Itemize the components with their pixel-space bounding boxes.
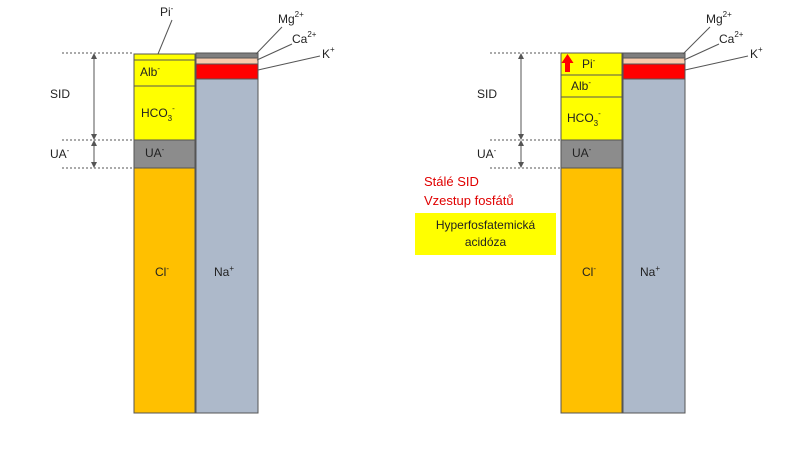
sid-label: SID (50, 87, 70, 101)
k-label: K+ (750, 45, 763, 61)
pi-leader (157, 19, 173, 55)
annotation-phosphate-rise: Vzestup fosfátů (424, 193, 514, 208)
annotation-stable-sid: Stálé SID (424, 174, 479, 189)
ca-leader (683, 43, 720, 61)
cl-label: Cl- (582, 264, 596, 279)
mg-leader (255, 26, 283, 55)
mg-segment (195, 52, 259, 59)
cl-label: Cl- (155, 264, 169, 279)
ua-label: UA- (145, 145, 165, 160)
pi-label: Pi- (582, 56, 596, 71)
sid-arrow-up (518, 53, 524, 59)
cl-segment (133, 167, 196, 414)
sid-arrow-down (91, 134, 97, 140)
diagnosis-line1: Hyperfosfatemická (436, 218, 536, 232)
gamblegram-normal: SID UA- Pi- Alb- HCO3- UA- Cl- Mg2+ Ca2+… (50, 4, 335, 414)
ca-segment (622, 57, 686, 65)
hco3-label: HCO3- (567, 109, 601, 128)
k-segment (622, 63, 686, 80)
ca-leader (256, 43, 293, 61)
alb-label: Alb- (140, 64, 160, 79)
na-segment (622, 78, 686, 414)
up-arrow-icon (561, 54, 574, 72)
ua-side-label: UA- (50, 146, 70, 161)
na-label: Na+ (214, 264, 234, 279)
diagnosis-box (415, 213, 556, 255)
cl-segment (560, 167, 623, 414)
ca-label: Ca2+ (719, 30, 744, 46)
mg-label: Mg2+ (278, 10, 304, 26)
mg-label: Mg2+ (706, 10, 732, 26)
ua-arrow-up (91, 140, 97, 146)
ua-arrow-up (518, 140, 524, 146)
pi-segment (133, 53, 196, 61)
na-segment (195, 78, 259, 414)
k-label: K+ (322, 45, 335, 61)
sid-arrow-down (518, 134, 524, 140)
na-label: Na+ (640, 264, 660, 279)
pi-label: Pi- (160, 4, 174, 19)
hco3-segment (560, 96, 623, 141)
k-segment (195, 63, 259, 80)
hco3-segment (133, 85, 196, 141)
ua-label: UA- (572, 145, 592, 160)
ua-arrow-down (91, 162, 97, 168)
mg-segment (622, 52, 686, 59)
ua-arrow-down (518, 162, 524, 168)
diagnosis-line2: acidóza (465, 235, 507, 249)
ua-segment (560, 139, 623, 169)
gamblegram-hyperphosphatemic: SID UA- Pi- Alb- HCO3- UA- Cl- Mg2+ Ca2+… (415, 10, 763, 414)
ca-segment (195, 57, 259, 65)
alb-segment (133, 59, 196, 87)
ua-side-label: UA- (477, 146, 497, 161)
sid-arrow-up (91, 53, 97, 59)
k-leader (257, 55, 321, 71)
ua-segment (133, 139, 196, 169)
hco3-label: HCO3- (141, 104, 175, 123)
k-leader (684, 55, 749, 71)
alb-label: Alb- (571, 78, 591, 93)
ca-label: Ca2+ (292, 30, 317, 46)
mg-leader (682, 26, 711, 55)
sid-label: SID (477, 87, 497, 101)
